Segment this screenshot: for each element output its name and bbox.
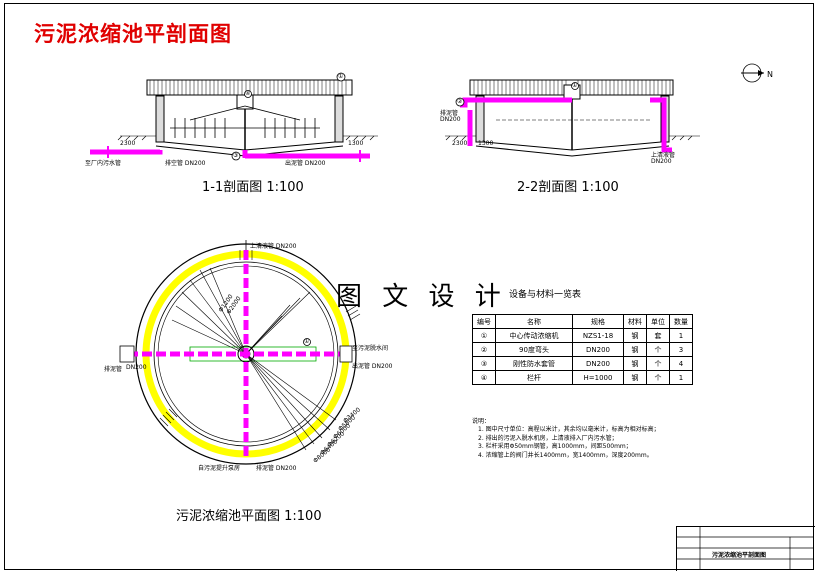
eq-cell: 4 — [669, 356, 693, 371]
eq-cell: 1 — [669, 328, 693, 343]
eq-cell: DN200 — [572, 356, 624, 371]
eq-cell: ④ — [472, 370, 496, 385]
eq-cell: 钢 — [623, 342, 647, 357]
eq-header-unit: 单位 — [646, 314, 670, 329]
s22-callout-2: ② — [457, 98, 463, 105]
title-block — [676, 526, 815, 571]
s22-elev-left: 2300 — [452, 140, 468, 147]
eq-cell: NZS1-18 — [572, 328, 624, 343]
watermark-text: 图 文 设 计 — [336, 282, 507, 312]
table-row: ① 中心传动浓缩机 NZS1-18 钢 套 1 — [472, 328, 693, 343]
s11-callout-3: ③ — [233, 152, 239, 159]
plan-bottom-pipe-label: 自污泥提升泵房 — [198, 465, 241, 472]
notes-item: 1. 图中尺寸单位：高程以米计，其余均以毫米计，标高为相对标高； — [478, 426, 660, 434]
plan-top-pipe-label: 上清液管 DN200 — [250, 243, 297, 250]
section-1-1-drawing — [90, 72, 378, 162]
eq-header-spec: 规格 — [572, 314, 624, 329]
s11-elev-left: 2300 — [120, 140, 136, 147]
eq-cell: 钢 — [623, 328, 647, 343]
plan-bottom-dn-label: 排泥管 DN200 — [256, 465, 297, 472]
plan-view-drawing — [119, 240, 361, 465]
table-row: ② 90度弯头 DN200 钢 个 3 — [472, 342, 693, 357]
eq-header-no: 编号 — [472, 314, 496, 329]
eq-header-name: 名称 — [495, 314, 573, 329]
s11-caption: 1-1剖面图 1:100 — [202, 180, 304, 195]
drawing-frame — [4, 3, 814, 570]
s22-supernatant-label: 上清液管 — [651, 152, 676, 159]
s22-drain-dn: DN200 — [440, 116, 461, 123]
north-arrow-icon — [741, 63, 764, 83]
eq-header-qty: 数量 — [669, 314, 693, 329]
north-label: N — [767, 70, 773, 79]
notes-heading: 说明： — [472, 418, 491, 425]
eq-cell: 刚性防水套管 — [495, 356, 573, 371]
s11-drain-label: 排空管 DN200 — [165, 160, 206, 167]
plan-callout-1: ① — [304, 338, 310, 345]
s11-callout-1: ① — [338, 73, 344, 80]
title-block-drawing-name: 污泥浓缩池平剖面图 — [712, 552, 767, 559]
title-block-lines — [676, 526, 814, 570]
eq-cell: 中心传动浓缩机 — [495, 328, 573, 343]
notes-block: 说明： 1. 图中尺寸单位：高程以米计，其余均以毫米计，标高为相对标高； 2. … — [472, 418, 660, 460]
eq-cell: DN200 — [572, 342, 624, 357]
plan-caption: 污泥浓缩池平面图 1:100 — [176, 509, 322, 524]
table-row: ③ 刚性防水套管 DN200 钢 个 4 — [472, 356, 693, 371]
eq-cell: ① — [472, 328, 496, 343]
notes-item: 4. 浓缩管上的阀门井长1400mm，宽1400mm，深度200mm。 — [478, 451, 653, 459]
s22-supernatant-dn: DN200 — [651, 158, 672, 165]
s11-callout-4: ④ — [245, 90, 251, 97]
section-2-2-drawing — [445, 79, 700, 157]
eq-cell: 90度弯头 — [495, 342, 573, 357]
s22-elev-mid: 1300 — [478, 140, 494, 147]
eq-cell: 个 — [646, 342, 670, 357]
equipment-table: 编号 名称 规格 材料 单位 数量 ① 中心传动浓缩机 NZS1-18 钢 套 … — [472, 314, 693, 385]
eq-cell: 个 — [646, 356, 670, 371]
eq-cell: ② — [472, 342, 496, 357]
drawing-title: 污泥浓缩池平剖面图 — [34, 21, 232, 46]
notes-item: 3. 栏杆采用Φ50mm钢管，高1000mm，间距500mm； — [478, 443, 632, 451]
eq-cell: 3 — [669, 342, 693, 357]
eq-header-material: 材料 — [623, 314, 647, 329]
s22-caption: 2-2剖面图 1:100 — [517, 180, 619, 195]
plan-right-pipe-label: 至污泥脱水间 — [352, 345, 389, 352]
plan-right-dn-label: 出泥管 DN200 — [352, 363, 393, 370]
s11-left-pipe-label: 至厂内污水管 — [85, 160, 122, 167]
eq-cell: H=1000 — [572, 370, 624, 385]
s11-elev-right: 1300 — [348, 140, 364, 147]
plan-left-pipe-label: 排泥管 — [104, 366, 123, 373]
eq-cell: 钢 — [623, 356, 647, 371]
s22-callout-1: ① — [572, 82, 578, 89]
eq-cell: 套 — [646, 328, 670, 343]
plan-left-dn-label: DN200 — [126, 364, 147, 371]
s22-drain-label: 排泥管 — [440, 110, 459, 117]
eq-cell: ③ — [472, 356, 496, 371]
s11-outlet-label: 出泥管 DN200 — [285, 160, 326, 167]
table-row: ④ 栏杆 H=1000 钢 个 1 — [472, 370, 693, 385]
eq-cell: 栏杆 — [495, 370, 573, 385]
eq-cell: 1 — [669, 370, 693, 385]
equipment-table-title: 设备与材料一览表 — [509, 290, 582, 300]
equipment-header-row: 编号 名称 规格 材料 单位 数量 — [472, 314, 693, 329]
notes-item: 2. 排出的污泥入脱水机房，上清液排入厂内污水管； — [478, 434, 618, 442]
eq-cell: 钢 — [623, 370, 647, 385]
eq-cell: 个 — [646, 370, 670, 385]
